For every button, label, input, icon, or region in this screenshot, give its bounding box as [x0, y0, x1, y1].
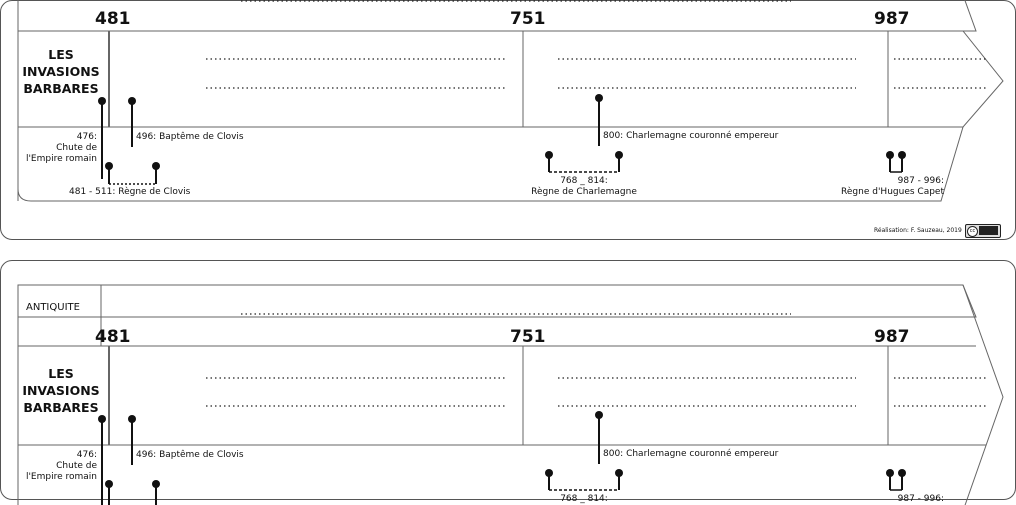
era-label: ANTIQUITE: [26, 302, 80, 313]
creative-commons-icon: cc: [965, 224, 1001, 238]
event-label-481-511: 481 - 511: Règne de Clovis: [69, 187, 191, 197]
timeline-card-1: 481 751 987 LES INVASIONS BARBARES 476: …: [0, 0, 1016, 240]
event-label-496: 496: Baptême de Clovis: [136, 132, 244, 142]
event-label-476: 476: Chute de l'Empire romain: [25, 450, 97, 482]
year-481: 481: [95, 9, 131, 29]
event-label-987-996: 987 - 996: Règne d'Hugues Capet: [841, 176, 944, 197]
arrow-tip-outline: [962, 284, 1004, 505]
year-987: 987: [874, 9, 910, 29]
period-band-outline: [18, 30, 1004, 128]
event-label-987-996: 987 - 996:: [897, 494, 944, 504]
year-751: 751: [510, 327, 546, 347]
event-label-768-814: 768 _ 814: Règne de Charlemagne: [531, 176, 637, 197]
timeline-graphic-2: [17, 284, 1004, 505]
period-title: LES INVASIONS BARBARES: [22, 366, 100, 415]
year-987: 987: [874, 327, 910, 347]
event-label-800: 800: Charlemagne couronné empereur: [603, 449, 779, 459]
timeline-card-2: ANTIQUITE 481 751 987 LES INVASIONS BARB…: [0, 260, 1016, 505]
event-label-476: 476: Chute de l'Empire romain: [25, 132, 97, 164]
credit-text: Réalisation: F. Sauzeau, 2019: [874, 227, 962, 234]
timeline-graphic-1: [17, 0, 1004, 202]
period-title: LES INVASIONS BARBARES: [22, 47, 100, 96]
year-751: 751: [510, 9, 546, 29]
event-label-768-814: 768 _ 814:: [560, 494, 608, 504]
year-481: 481: [95, 327, 131, 347]
event-label-496: 496: Baptême de Clovis: [136, 450, 244, 460]
event-label-800: 800: Charlemagne couronné empereur: [603, 131, 779, 141]
era-band-outline: [17, 0, 977, 32]
